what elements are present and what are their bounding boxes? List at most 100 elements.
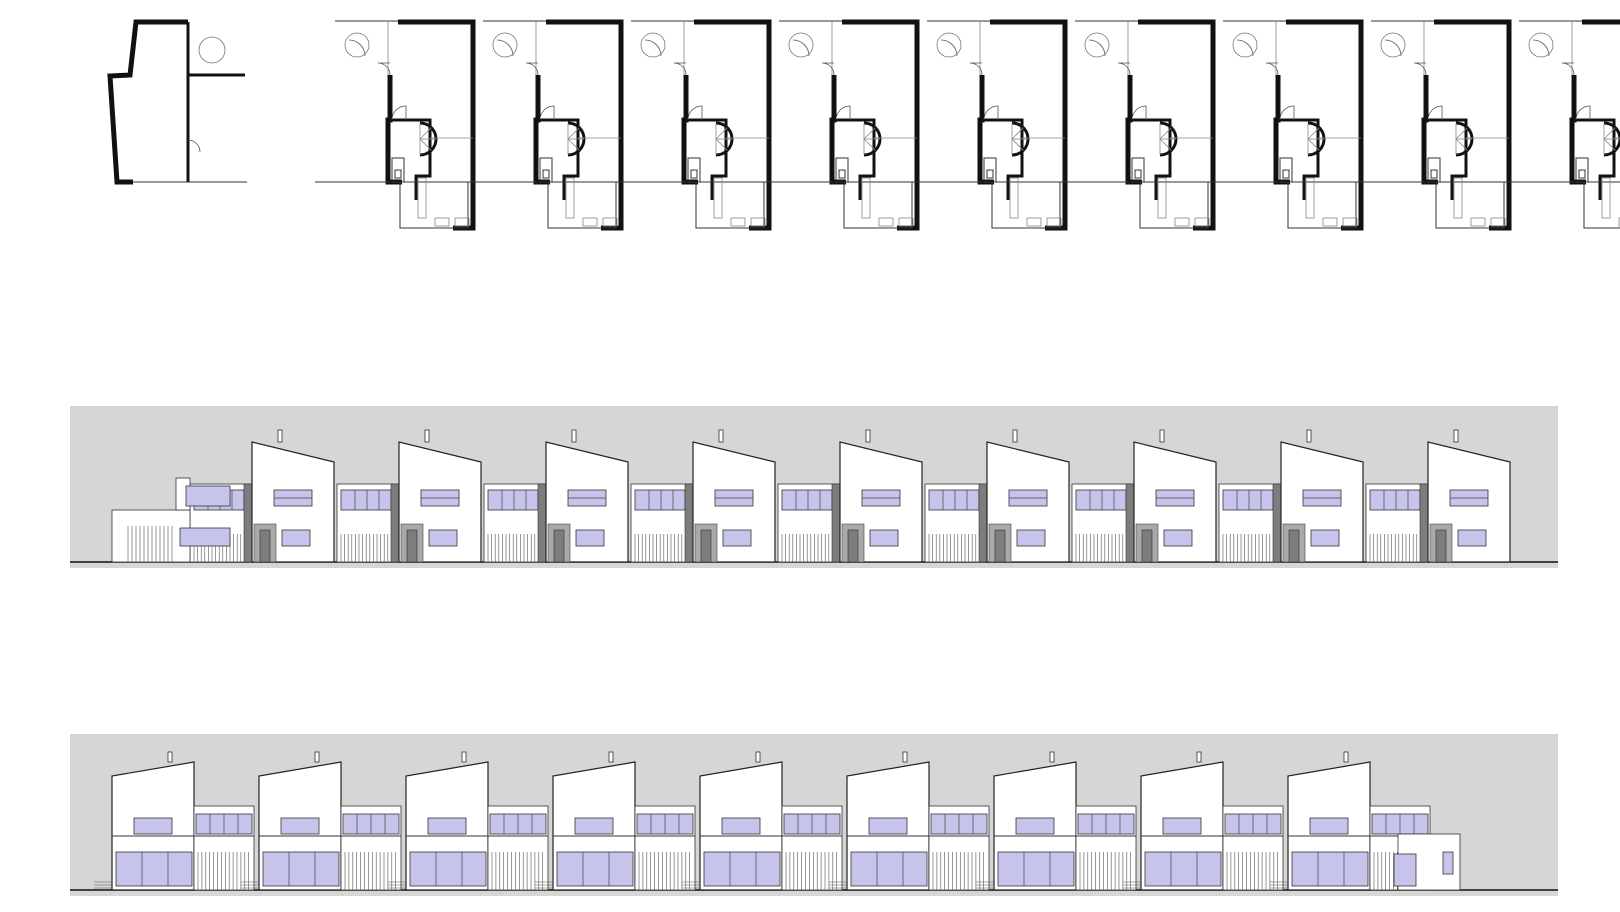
stair-wall	[390, 118, 432, 200]
garden-tree	[492, 32, 518, 58]
elevation-unit	[1218, 429, 1364, 563]
wc-fixture	[986, 169, 994, 179]
link-window	[1075, 489, 1127, 511]
garden-tree	[788, 32, 814, 58]
plan-unit	[759, 19, 920, 231]
stove	[1490, 217, 1506, 227]
upper-window	[1015, 817, 1055, 835]
garden-tree	[1084, 32, 1110, 58]
kitchen-zone	[1287, 181, 1357, 229]
door-swing	[1279, 105, 1295, 121]
stove	[1194, 217, 1210, 227]
stair-tread	[419, 138, 432, 151]
lower-window	[1016, 529, 1046, 547]
chimney	[902, 751, 908, 763]
stove	[750, 217, 766, 227]
wc-fixture	[690, 169, 698, 179]
stove	[454, 217, 470, 227]
stair-tread	[715, 138, 728, 151]
stair-tread	[1455, 138, 1468, 151]
front-elevation	[70, 406, 1558, 568]
sink	[1026, 217, 1042, 227]
cabinet	[861, 177, 871, 219]
garden-tree	[1528, 32, 1554, 58]
garden-tree	[1380, 32, 1406, 58]
party-wall	[694, 19, 772, 231]
cabinet	[1601, 177, 1611, 219]
link-window	[1222, 489, 1274, 511]
kitchen-zone	[547, 181, 617, 229]
door-swing	[687, 105, 703, 121]
chimney	[167, 751, 173, 763]
sink	[730, 217, 746, 227]
stair-tread	[1011, 138, 1024, 151]
elevation-unit	[777, 429, 923, 563]
link-window	[340, 489, 392, 511]
sink	[1618, 217, 1620, 227]
garden-tree	[344, 32, 370, 58]
party-wall	[398, 19, 476, 231]
link-window	[928, 489, 980, 511]
party-wall	[990, 19, 1068, 231]
plan-unit	[1499, 19, 1620, 229]
upper-window	[1162, 817, 1202, 835]
stair-wall	[1574, 118, 1616, 200]
stair-tread	[715, 127, 728, 140]
chimney	[1159, 429, 1165, 443]
chimney	[1049, 751, 1055, 763]
kitchen-zone	[1435, 181, 1505, 229]
front-door	[1141, 529, 1153, 563]
sink	[582, 217, 598, 227]
door-swing	[1236, 39, 1254, 57]
door-swing	[1384, 39, 1402, 57]
chimney	[461, 751, 467, 763]
elevation-unit	[976, 751, 1137, 891]
stair-tread	[1159, 138, 1172, 151]
door-swing	[496, 39, 514, 57]
core-wall	[1273, 75, 1290, 185]
chimney	[277, 429, 283, 443]
sink	[434, 217, 450, 227]
wc-fixture	[1134, 169, 1142, 179]
annex-window	[179, 527, 231, 547]
front-door	[994, 529, 1006, 563]
sink	[878, 217, 894, 227]
core-wall	[681, 75, 698, 185]
front-door	[1288, 529, 1300, 563]
stove	[898, 217, 914, 227]
door-swing	[1117, 62, 1131, 76]
stair-wall	[686, 118, 728, 200]
front-door	[847, 529, 859, 563]
garden-tree	[1232, 32, 1258, 58]
plan-unit	[1055, 19, 1216, 231]
door-swing	[391, 105, 407, 121]
stair-tread	[567, 138, 580, 151]
front-door	[700, 529, 712, 563]
elevation-unit	[1123, 751, 1284, 891]
chimney	[1343, 751, 1349, 763]
wc-fixture	[394, 169, 402, 179]
patio-glazing	[262, 851, 340, 887]
stair-tread	[1011, 127, 1024, 140]
elevation-unit	[1071, 429, 1217, 563]
wc	[539, 157, 553, 183]
stair-wall	[1130, 118, 1172, 200]
door-swing	[377, 62, 391, 76]
chimney	[1453, 429, 1459, 443]
elevation-unit	[630, 429, 776, 563]
stove	[1342, 217, 1358, 227]
cabinet	[417, 177, 427, 219]
sink	[1470, 217, 1486, 227]
stair-tread	[1455, 127, 1468, 140]
annex-door	[1393, 853, 1417, 887]
door-swing	[1427, 105, 1443, 121]
wc-fixture	[542, 169, 550, 179]
stair-tread	[567, 127, 580, 140]
garden-tree	[198, 36, 226, 64]
wc-fixture	[838, 169, 846, 179]
stair-tread	[419, 127, 432, 140]
link-window	[634, 489, 686, 511]
end-annex	[111, 477, 231, 563]
kitchen-zone	[843, 181, 913, 229]
